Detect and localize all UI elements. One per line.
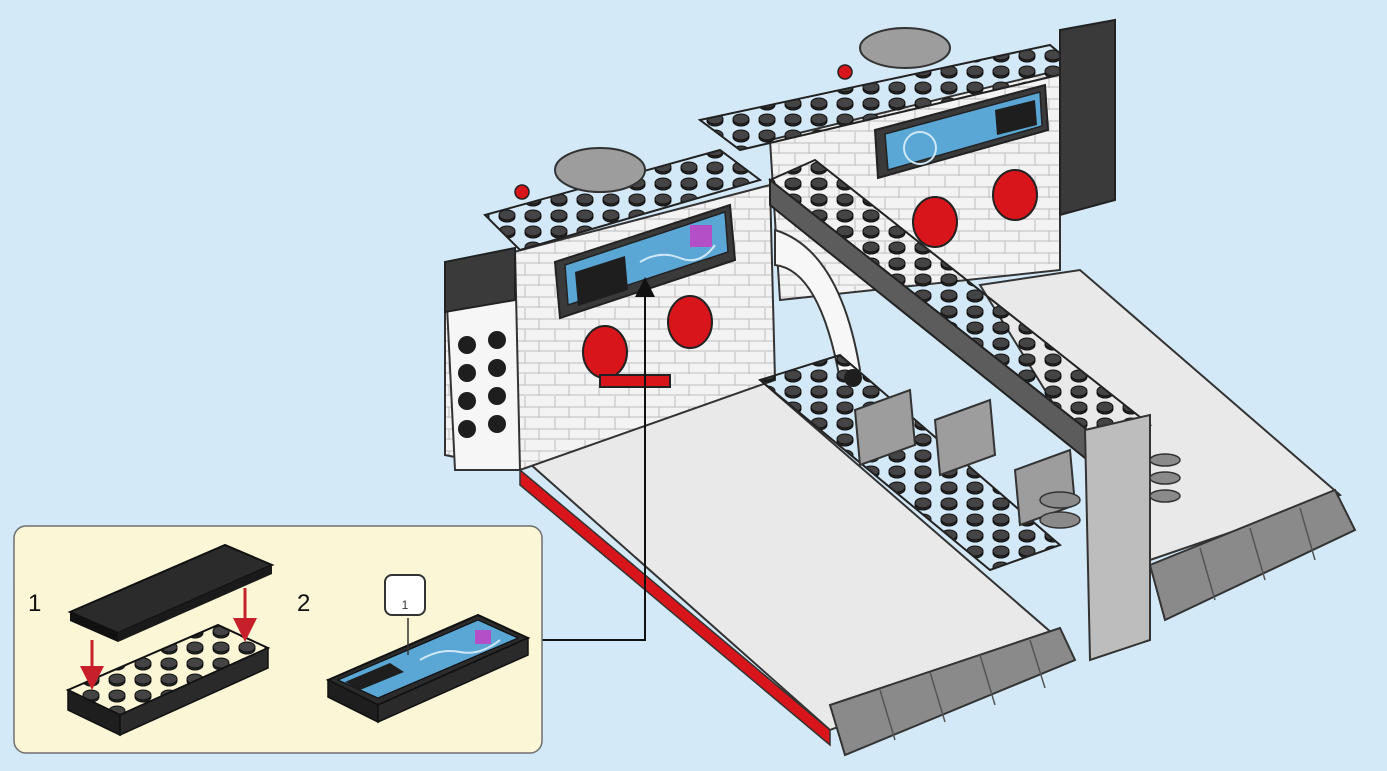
step-number-1: 1 <box>28 590 42 617</box>
callout-connector-arrow <box>542 277 655 641</box>
right-tower <box>1059 18 1116 217</box>
stickered-tile-icon <box>325 613 531 724</box>
plate-and-tile-assembly-icon <box>65 543 275 737</box>
left-console-screen <box>553 203 737 320</box>
step-number-2: 2 <box>297 590 311 617</box>
right-console-screen <box>873 83 1050 180</box>
sticker-number: 1 <box>401 598 409 612</box>
cylinder-part-right <box>859 27 951 69</box>
cylinder-part-left <box>554 147 646 193</box>
main-model <box>443 18 1357 757</box>
support-pillar <box>1083 413 1151 662</box>
sticker-icon: 1 <box>384 574 426 616</box>
red-floor-edge <box>519 468 831 747</box>
red-seats-right <box>912 169 1038 248</box>
front-left-slope <box>828 626 1077 757</box>
red-seats-left <box>582 295 713 388</box>
center-dark-plates <box>757 353 1062 572</box>
